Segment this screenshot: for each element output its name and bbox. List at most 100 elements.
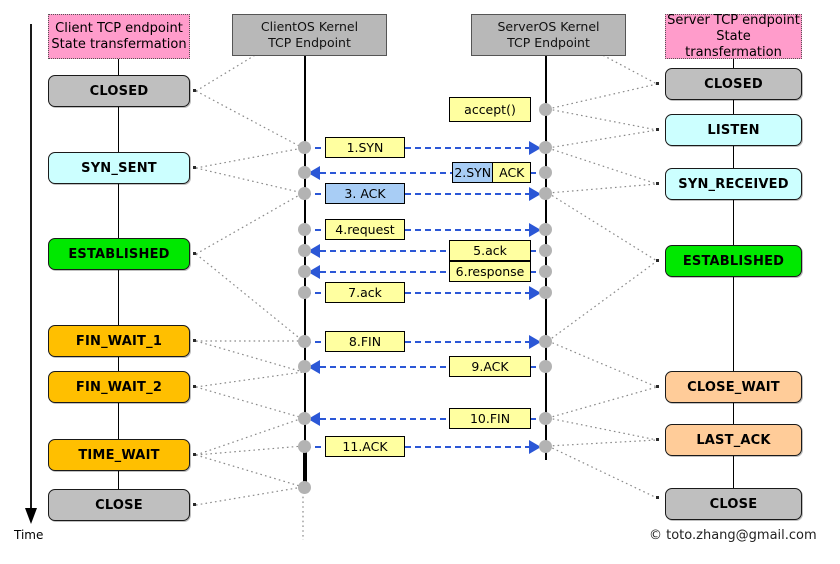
message-11-arrowhead xyxy=(529,440,541,454)
client-state-fin-wait-2[interactable]: FIN_WAIT_2 xyxy=(48,371,190,403)
message-9-arrowhead xyxy=(308,360,320,374)
message-1-line xyxy=(305,147,531,149)
client-state-fin-wait-1-label: FIN_WAIT_1 xyxy=(75,333,163,349)
message-5-label-box[interactable]: 5.ack xyxy=(449,240,531,261)
server-state-header: Server TCP endpoint State transfermation xyxy=(665,12,802,60)
message-9-line xyxy=(320,366,546,368)
message-2-label-ack: ACK xyxy=(493,163,530,182)
server-event-dot xyxy=(539,412,552,425)
server-state-established-label: ESTABLISHED xyxy=(682,253,785,269)
server-state-spine xyxy=(733,59,735,512)
message-6-arrowhead xyxy=(308,265,320,279)
server-event-dot xyxy=(539,440,552,453)
server-state-syn-received-label: SYN_RECEIVED xyxy=(678,176,789,192)
server-event-dot xyxy=(539,335,552,348)
client-kernel-header: ClientOS Kernel TCP Endpoint xyxy=(232,14,387,56)
server-kernel-header: ServerOS Kernel TCP Endpoint xyxy=(471,14,626,56)
message-1-arrowhead xyxy=(529,141,541,155)
message-7-label-box[interactable]: 7.ack xyxy=(325,282,405,303)
message-6-label-box[interactable]: 6.response xyxy=(449,261,531,282)
message-7-line xyxy=(305,292,531,294)
message-3-arrowhead xyxy=(529,187,541,201)
message-7-label: 7.ack xyxy=(348,285,382,300)
server-kernel-header-line1: ServerOS Kernel xyxy=(497,19,600,34)
client-event-dot xyxy=(298,244,311,257)
server-event-dot xyxy=(539,223,552,236)
message-8-arrowhead xyxy=(529,335,541,349)
message-1-label: 1.SYN xyxy=(346,140,384,155)
message-8-label: 8.FIN xyxy=(348,334,382,349)
client-event-dot xyxy=(298,335,311,348)
message-3-label-box[interactable]: 3. ACK xyxy=(325,183,405,204)
server-state-close[interactable]: CLOSE xyxy=(665,488,802,520)
server-state-closed-label: CLOSED xyxy=(704,76,763,92)
server-event-dot xyxy=(539,187,552,200)
message-4-line xyxy=(305,229,531,231)
client-state-fin-wait-2-label: FIN_WAIT_2 xyxy=(75,379,163,395)
server-state-header-line2: State transfermation xyxy=(685,28,782,60)
client-state-fin-wait-1[interactable]: FIN_WAIT_1 xyxy=(48,325,190,357)
server-state-last-ack-label: LAST_ACK xyxy=(696,432,771,448)
client-event-dot xyxy=(298,440,311,453)
server-state-syn-received[interactable]: SYN_RECEIVED xyxy=(665,168,802,200)
message-3-label: 3. ACK xyxy=(344,186,386,201)
client-event-dot xyxy=(298,286,311,299)
client-state-header-line1: Client TCP endpoint xyxy=(55,20,183,36)
message-5-line xyxy=(320,250,546,252)
client-state-established[interactable]: ESTABLISHED xyxy=(48,238,190,270)
server-state-close-wait-label: CLOSE_WAIT xyxy=(687,379,780,395)
client-state-closed-label: CLOSED xyxy=(89,83,149,99)
message-3-line xyxy=(305,193,531,195)
message-8-label-box[interactable]: 8.FIN xyxy=(325,331,405,352)
time-axis-label: Time xyxy=(14,528,44,542)
server-event-dot xyxy=(539,286,552,299)
client-state-header: Client TCP endpoint State transfermation xyxy=(48,14,190,59)
server-event-dot xyxy=(539,244,552,257)
client-state-syn-sent-label: SYN_SENT xyxy=(81,160,157,176)
client-state-time-wait-label: TIME_WAIT xyxy=(78,447,160,463)
message-4-label-box[interactable]: 4.request xyxy=(325,219,405,240)
server-state-listen[interactable]: LISTEN xyxy=(665,114,802,146)
server-state-established[interactable]: ESTABLISHED xyxy=(665,245,802,277)
message-8-line xyxy=(305,341,531,343)
server-event-dot xyxy=(539,166,552,179)
client-event-dot xyxy=(298,481,311,494)
client-state-closed[interactable]: CLOSED xyxy=(48,75,190,107)
client-kernel-header-line1: ClientOS Kernel xyxy=(260,19,359,34)
message-2-line xyxy=(320,172,546,174)
message-11-label: 11.ACK xyxy=(342,439,388,454)
client-event-dot xyxy=(298,187,311,200)
message-2-label-box[interactable]: 2.SYN ACK xyxy=(452,162,531,183)
message-11-line xyxy=(305,446,531,448)
message-11-label-box[interactable]: 11.ACK xyxy=(325,436,405,457)
client-state-time-wait[interactable]: TIME_WAIT xyxy=(48,439,190,471)
server-state-last-ack[interactable]: LAST_ACK xyxy=(665,424,802,456)
message-10-label-box[interactable]: 10.FIN xyxy=(449,408,531,429)
server-accept-call[interactable]: accept() xyxy=(449,97,531,122)
server-event-dot xyxy=(539,265,552,278)
server-kernel-header-line2: TCP Endpoint xyxy=(507,35,590,50)
message-2-arrowhead xyxy=(308,166,320,180)
client-state-header-line2: State transfermation xyxy=(51,36,187,52)
server-lifeline xyxy=(545,56,547,460)
server-state-closed[interactable]: CLOSED xyxy=(665,68,802,100)
server-event-dot xyxy=(539,141,552,154)
client-event-dot xyxy=(298,412,311,425)
message-1-label-box[interactable]: 1.SYN xyxy=(325,137,405,158)
client-state-close[interactable]: CLOSE xyxy=(48,489,190,521)
client-event-dot xyxy=(298,141,311,154)
client-state-syn-sent[interactable]: SYN_SENT xyxy=(48,152,190,184)
client-event-dot xyxy=(298,166,311,179)
message-7-arrowhead xyxy=(529,286,541,300)
server-state-close-wait[interactable]: CLOSE_WAIT xyxy=(665,371,802,403)
server-event-dot xyxy=(539,360,552,373)
message-9-label-box[interactable]: 9.ACK xyxy=(449,356,531,377)
message-6-label: 6.response xyxy=(455,264,525,279)
copyright-credit: © toto.zhang@gmail.com xyxy=(649,528,817,543)
server-state-header-line1: Server TCP endpoint xyxy=(667,12,800,28)
message-4-label: 4.request xyxy=(335,222,395,237)
client-kernel-header-line2: TCP Endpoint xyxy=(268,35,351,50)
client-event-dot xyxy=(298,360,311,373)
message-6-line xyxy=(320,271,546,273)
